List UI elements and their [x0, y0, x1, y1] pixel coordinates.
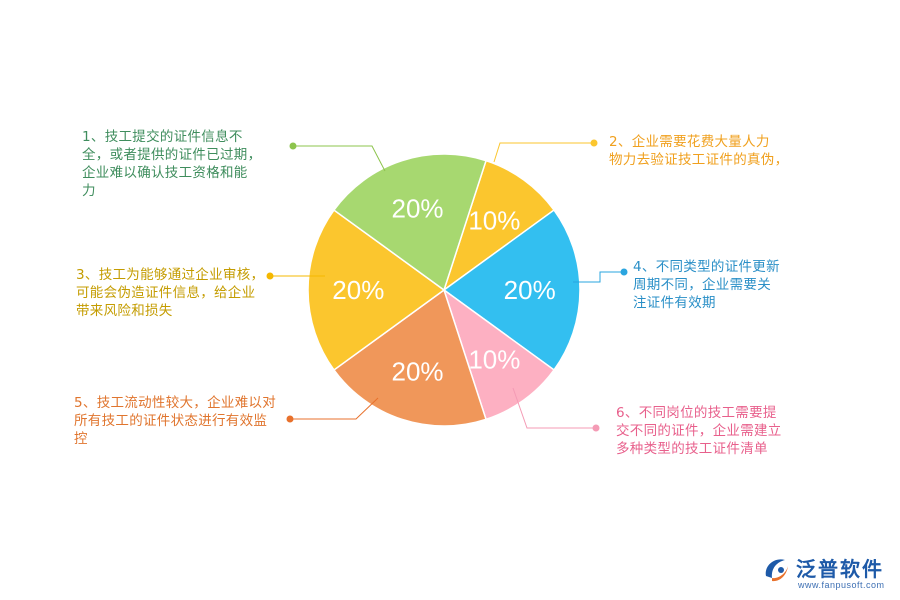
leader-dot-5 [286, 415, 294, 423]
fanpu-logo: 泛普软件 www.fanpusoft.com [760, 548, 895, 598]
pie-slice-1 [442, 159, 556, 292]
pie-slice-6 [332, 153, 487, 292]
annotation-6: 6、不同岗位的技工需要提 交不同的证件，企业需建立 多种类型的技工证件清单 [616, 405, 782, 457]
annotation-2: 2、企业需要花费大量人力 物力去验证技工证件的真伪， [609, 134, 789, 168]
pie-slice-label-1: 10% [468, 206, 520, 236]
pie-slice-4 [332, 288, 487, 427]
leader-dot-2 [590, 139, 598, 147]
pie-slice-3 [442, 288, 556, 421]
pie-slice-2 [442, 209, 581, 371]
pie-slice-label-4: 20% [392, 356, 444, 386]
leader-dot-3 [266, 272, 274, 280]
pie-slice-label-6: 20% [392, 194, 444, 224]
leader-line-5 [290, 397, 379, 420]
leader-line-2 [493, 142, 594, 163]
pie-slice-5 [307, 209, 446, 371]
leader-dot-4 [620, 268, 628, 276]
leader-dot-1 [289, 142, 297, 150]
annotation-5: 5、技工流动性较大，企业难以对 所有技工的证件状态进行有效监 控 [74, 395, 277, 447]
leader-line-4 [573, 271, 624, 283]
leader-line-1 [293, 145, 386, 172]
logo-icon [765, 559, 788, 582]
pie-slice-label-3: 10% [468, 344, 520, 374]
logo-name: 泛普软件 [796, 557, 884, 581]
pie-slice-label-2: 20% [504, 275, 556, 305]
annotation-1: 1、技工提交的证件信息不 全，或者提供的证件已过期， 企业难以确认技工资格和能 … [82, 129, 262, 199]
leader-dot-6 [592, 424, 600, 432]
annotation-4: 4、不同类型的证件更新 周期不同，企业需要关 注证件有效期 [633, 259, 780, 311]
leader-line-6 [512, 387, 596, 429]
pie-slice-label-5: 20% [332, 275, 384, 305]
annotation-3: 3、技工为能够通过企业审核， 可能会伪造证件信息，给企业 带来风险和损失 [76, 267, 265, 319]
logo-url: www.fanpusoft.com [798, 580, 885, 590]
